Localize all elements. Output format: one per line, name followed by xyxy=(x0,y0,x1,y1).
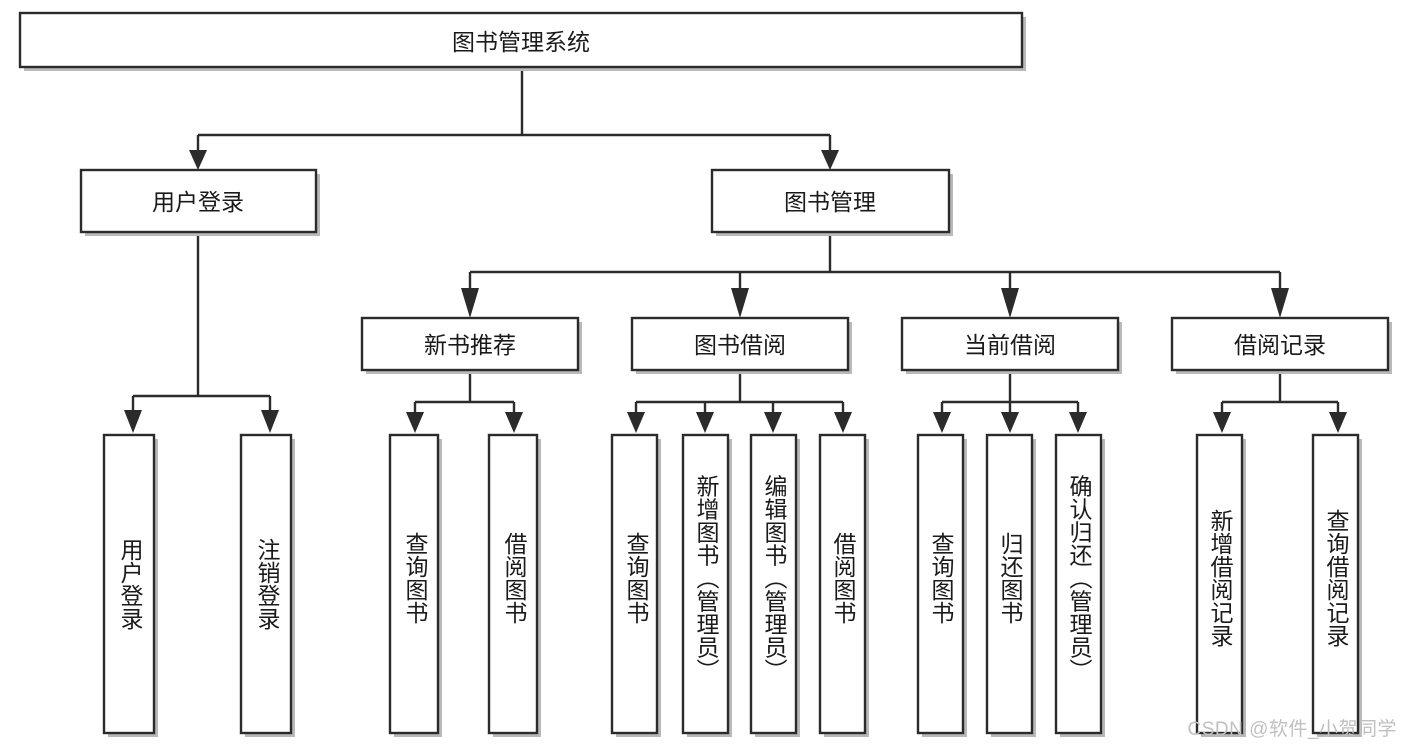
node-current-borrow[interactable]: 当前借阅 xyxy=(900,316,1122,374)
leaf-borrow-4-label: 借阅图书 xyxy=(830,532,857,624)
leaf-record-2-box[interactable] xyxy=(1311,433,1360,735)
arrow-to-new-book-recommend xyxy=(461,288,479,318)
leaf-borrow-1-label: 查询图书 xyxy=(623,532,650,624)
node-user-login-box[interactable] xyxy=(79,168,318,234)
arrow-user-login-leaf-2 xyxy=(261,410,279,433)
leaf-borrow-2-box[interactable] xyxy=(681,433,730,735)
leaf-user-login-2-label: 注销登录 xyxy=(254,538,281,630)
node-current-borrow-label: 当前借阅 xyxy=(964,332,1056,358)
arrow-to-current-borrow xyxy=(1001,288,1019,318)
arrow-borrow-leaf-4 xyxy=(834,412,852,433)
arrow-current-leaf-1 xyxy=(933,412,951,433)
leaf-record-1-label: 新增借阅记录 xyxy=(1207,509,1234,647)
node-borrow-record-label: 借阅记录 xyxy=(1234,332,1326,358)
node-root-box[interactable] xyxy=(18,11,1024,69)
node-new-book-recommend[interactable]: 新书推荐 xyxy=(360,316,582,374)
arrow-recommend-leaf-1 xyxy=(406,412,424,433)
node-current-borrow-box[interactable] xyxy=(900,316,1120,372)
leaf-borrow-2-label: 新增图书（管理员） xyxy=(693,475,720,682)
leaf-borrow-3-box[interactable] xyxy=(749,433,798,735)
leaf-current-2-label: 归还图书 xyxy=(997,532,1024,624)
node-book-borrow-label: 图书借阅 xyxy=(694,332,786,358)
node-book-borrow-box[interactable] xyxy=(630,316,850,372)
connector-layer xyxy=(124,70,1347,433)
leaf-user-login-2-box[interactable] xyxy=(239,433,293,735)
arrow-root-to-user-login xyxy=(189,150,207,170)
leaf-recommend-2[interactable]: 借阅图书 xyxy=(487,433,541,737)
node-borrow-record-box[interactable] xyxy=(1170,316,1390,372)
node-new-book-recommend-box[interactable] xyxy=(360,316,580,372)
leaf-recommend-2-label: 借阅图书 xyxy=(501,532,528,624)
leaf-current-3[interactable]: 确认归还（管理员） xyxy=(1054,433,1105,737)
leaf-borrow-1[interactable]: 查询图书 xyxy=(610,433,661,737)
node-book-manage-box[interactable] xyxy=(710,168,951,234)
leaf-current-1[interactable]: 查询图书 xyxy=(916,433,967,737)
leaf-user-login-1[interactable]: 用户登录 xyxy=(102,433,158,737)
arrow-root-to-book-manage xyxy=(821,150,839,170)
arrow-borrow-leaf-3 xyxy=(764,412,782,433)
leaf-borrow-1-box[interactable] xyxy=(610,433,659,735)
node-root-label: 图书管理系统 xyxy=(452,29,590,55)
node-borrow-record[interactable]: 借阅记录 xyxy=(1170,316,1392,374)
leaf-borrow-4-box[interactable] xyxy=(818,433,867,735)
arrow-borrow-leaf-1 xyxy=(627,412,645,433)
node-book-manage-label: 图书管理 xyxy=(784,189,876,215)
node-user-login[interactable]: 用户登录 xyxy=(79,168,320,236)
leaf-current-2[interactable]: 归还图书 xyxy=(985,433,1036,737)
leaf-recommend-2-box[interactable] xyxy=(487,433,539,735)
arrow-user-login-leaf-1 xyxy=(124,410,142,433)
leaf-user-login-1-label: 用户登录 xyxy=(117,538,144,630)
arrow-record-leaf-2 xyxy=(1329,412,1347,433)
leaf-recommend-1[interactable]: 查询图书 xyxy=(388,433,442,737)
leaf-borrow-3-label: 编辑图书（管理员） xyxy=(761,475,788,682)
leaf-current-1-box[interactable] xyxy=(916,433,965,735)
leaf-user-login-2[interactable]: 注销登录 xyxy=(239,433,295,737)
node-user-login-label: 用户登录 xyxy=(152,189,244,215)
arrow-current-leaf-2 xyxy=(1001,412,1019,433)
node-book-manage[interactable]: 图书管理 xyxy=(710,168,953,236)
leaf-record-1-box[interactable] xyxy=(1195,433,1244,735)
leaf-recommend-1-label: 查询图书 xyxy=(402,532,429,624)
arrow-to-borrow-record xyxy=(1271,288,1289,318)
leaf-borrow-3[interactable]: 编辑图书（管理员） xyxy=(749,433,800,737)
leaf-user-login-1-box[interactable] xyxy=(102,433,156,735)
leaf-recommend-1-box[interactable] xyxy=(388,433,440,735)
leaf-current-1-label: 查询图书 xyxy=(928,532,955,624)
node-new-book-recommend-label: 新书推荐 xyxy=(424,332,516,358)
leaf-current-3-label: 确认归还（管理员） xyxy=(1066,475,1093,682)
leaf-current-2-box[interactable] xyxy=(985,433,1034,735)
node-book-borrow[interactable]: 图书借阅 xyxy=(630,316,852,374)
arrow-to-book-borrow xyxy=(731,288,749,318)
arrow-record-leaf-1 xyxy=(1213,412,1231,433)
leaf-record-2[interactable]: 查询借阅记录 xyxy=(1311,433,1362,737)
leaf-current-3-box[interactable] xyxy=(1054,433,1103,735)
node-root[interactable]: 图书管理系统 xyxy=(18,11,1026,71)
leaf-record-2-label: 查询借阅记录 xyxy=(1323,509,1350,647)
arrow-current-leaf-3 xyxy=(1069,412,1087,433)
arrow-recommend-leaf-2 xyxy=(505,412,523,433)
leaf-borrow-2[interactable]: 新增图书（管理员） xyxy=(681,433,732,737)
arrow-borrow-leaf-2 xyxy=(696,412,714,433)
leaf-record-1[interactable]: 新增借阅记录 xyxy=(1195,433,1246,737)
leaf-borrow-4[interactable]: 借阅图书 xyxy=(818,433,869,737)
